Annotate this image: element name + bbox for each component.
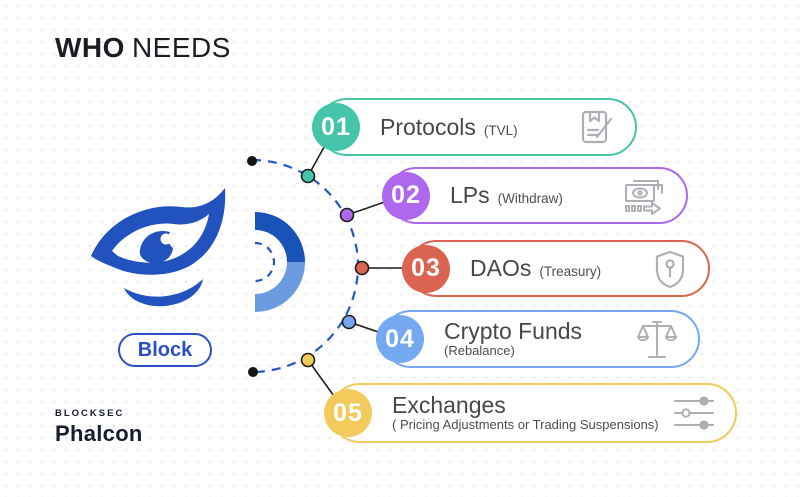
block-label-text: Block — [137, 338, 193, 361]
item-number-badge: 02 — [382, 171, 430, 220]
item-subtitle: (Treasury) — [539, 264, 602, 279]
node-dots — [300, 168, 370, 368]
balance-scale-icon — [634, 317, 680, 361]
item-number-badge: 04 — [376, 315, 424, 363]
brand-phalcon: Phalcon — [55, 421, 143, 446]
blocksec-eye-logo — [91, 188, 226, 307]
page-title-bold: WHO — [55, 32, 125, 63]
node-dot-crypto-funds — [341, 314, 357, 330]
item-number-badge: 03 — [402, 244, 450, 293]
sliders-icon — [671, 394, 717, 432]
item-protocols: 01 Protocols (TVL) — [312, 98, 637, 156]
item-title: Exchanges — [392, 392, 506, 419]
item-subtitle: (Rebalance) — [444, 343, 515, 359]
block-label: Block — [118, 333, 212, 367]
item-title: Crypto Funds — [444, 318, 583, 345]
ledger-pen-icon — [577, 106, 617, 148]
node-dot-exchanges — [300, 352, 316, 368]
item-crypto-funds: 04 Crypto Funds (Rebalance) — [376, 310, 700, 368]
inner-dashed-arc — [254, 241, 276, 283]
item-title: Protocols — [380, 113, 476, 140]
item-number-badge: 05 — [324, 389, 372, 437]
node-dot-protocols — [300, 168, 316, 184]
node-dot-lps — [339, 207, 355, 223]
page-title-regular: NEEDS — [131, 32, 231, 63]
item-exchanges: 05 Exchanges ( Pricing Adjustments or Tr… — [324, 383, 737, 443]
brand-logo: BLOCKSEC Phalcon — [55, 408, 143, 447]
item-daos: 03 DAOs (Treasury) — [402, 240, 710, 297]
dashed-arc — [251, 158, 360, 374]
node-dot-daos — [354, 260, 370, 276]
cash-withdraw-icon — [622, 175, 668, 217]
item-subtitle: (Withdraw) — [497, 191, 563, 206]
item-number-badge: 01 — [312, 103, 360, 151]
half-ring — [254, 212, 305, 312]
brand-blocksec: BLOCKSEC — [55, 408, 125, 419]
shield-key-icon — [650, 248, 690, 290]
arc-end-dot — [248, 367, 258, 377]
item-subtitle: ( Pricing Adjustments or Trading Suspens… — [392, 417, 659, 433]
item-title: DAOs — [470, 255, 532, 281]
item-subtitle: (TVL) — [483, 122, 518, 138]
item-title: LPs — [450, 182, 490, 208]
item-lps: 02 LPs (Withdraw) — [382, 167, 688, 224]
arc-start-dot — [247, 156, 257, 166]
